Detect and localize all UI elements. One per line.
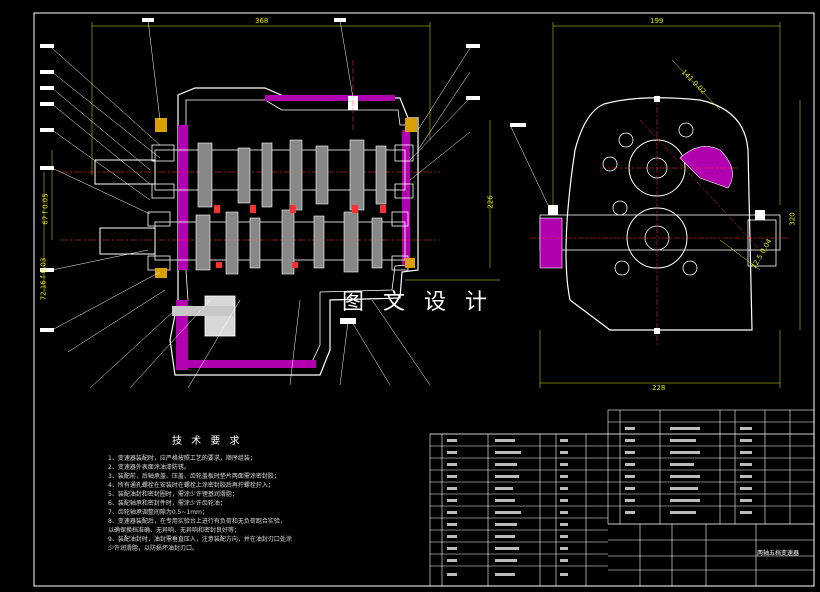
dim-side-base: 228: [652, 384, 666, 392]
title-block: [429, 409, 815, 587]
tech-requirement-line: 少许润滑脂，以防损坏油封刃口。: [108, 545, 199, 552]
tech-requirement-line: 7、齿轮轴承调整间隙为0.5~1mm；: [108, 509, 208, 516]
dim-side-height: 320: [788, 212, 797, 226]
dim-front-height: 226: [486, 195, 495, 209]
dim-left-vertical-2: 72.16 f 0.03: [39, 257, 48, 301]
table-text-marks: [447, 427, 752, 576]
tech-requirements-title: 技 术 要 求: [172, 436, 243, 447]
tech-requirement-line: 5、装配油封和密封圈时，需涂少许锂基润滑脂；: [108, 491, 238, 498]
drawing-name: 两轴五档变速器: [757, 550, 800, 557]
tech-requirement-line: 6、装配轴承和密封件时，需涂少许齿轮油；: [108, 500, 226, 507]
side-view: [509, 22, 801, 388]
tech-requirement-line: 以确保换档准确、无异响、无异响和密封良好等；: [108, 527, 241, 534]
dim-front-width: 368: [255, 17, 269, 25]
watermark-text: 图 文 设 计: [342, 290, 493, 315]
tech-requirement-line: 3、装配前，后轴承盖、压盖、齿轮盖板时垫片两面需涂密封胶；: [108, 473, 280, 480]
tech-requirement-line: 9、装配油封时，油封需垂直压入，注意装配方向，并在油封刃口处涂: [108, 536, 292, 543]
tech-requirement-line: 8、变速器装配后，在专用实验台上进行有负荷和无负荷跑合实验，: [108, 518, 286, 525]
dim-side-width: 199: [650, 17, 664, 25]
front-section-view: [40, 18, 500, 389]
tech-requirement-line: 4、所有通孔螺栓在安装时在螺栓上涂密封胶后再拧螺栓拧入；: [108, 482, 274, 489]
drawing-border: [33, 12, 815, 587]
tech-requirement-line: 2、变速器外表面涂油漆防锈。: [108, 464, 190, 471]
tech-requirement-line: 1、变速器装配时，应严格按照工艺的要求，顺序组装；: [108, 455, 256, 462]
dim-left-vertical-1: 67 f 0.05: [41, 193, 50, 225]
